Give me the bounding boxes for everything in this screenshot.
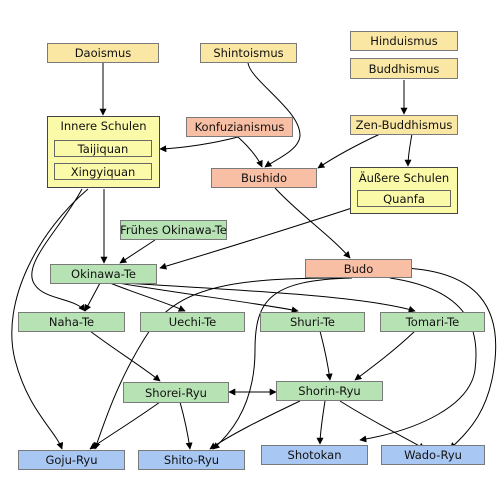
node-uechi-te: Uechi-Te [140, 312, 245, 332]
node-wado-ryu: Wado-Ryu [381, 445, 485, 465]
edge-okinawa-tomari [124, 282, 416, 313]
node-daoismus: Daoismus [47, 43, 159, 63]
node-shorei-ryu: Shorei-Ryu [123, 382, 229, 403]
node-konfuzianismus: Konfuzianismus [186, 117, 293, 137]
node-tomari-te: Tomari-Te [380, 312, 485, 332]
group-innere-schulen: Innere Schulen Taijiquan Xingyiquan [47, 116, 160, 188]
edge-shorei-goju [89, 401, 161, 450]
edge-bushido-budo [274, 187, 351, 259]
node-okinawa-te: Okinawa-Te [50, 264, 157, 284]
edge-naha-shorei [89, 330, 161, 382]
node-buddhismus: Buddhismus [350, 58, 458, 79]
edge-konfuzius-innere [159, 136, 239, 153]
node-goju-ryu: Goju-Ryu [18, 450, 125, 470]
node-fruehes-okinawa-te: Frühes Okinawa-Te [120, 220, 227, 240]
edge-shorin-shito [209, 400, 301, 450]
edge-budo-shito [212, 277, 353, 450]
edge-okinawa-shuri [117, 282, 299, 314]
item-xingyiquan: Xingyiquan [54, 163, 152, 180]
edge-okinawa-uechi [109, 282, 186, 312]
group-aeussere-schulen-title: Äußere Schulen [358, 171, 450, 185]
edge-shinto-bushido [247, 62, 301, 168]
node-naha-te: Naha-Te [18, 312, 125, 332]
group-aeussere-schulen: Äußere Schulen Quanfa [350, 167, 458, 214]
edge-zen-bushido [317, 133, 381, 169]
node-hinduismus: Hinduismus [350, 31, 458, 51]
group-innere-schulen-title: Innere Schulen [60, 119, 147, 133]
edge-zen-aeussere [404, 133, 413, 167]
edge-innere-naha [31, 188, 86, 312]
edge-aeussere-okinawa [159, 207, 353, 270]
edge-shuri-shorin [319, 330, 333, 381]
edge-frueh-okinawa [119, 239, 156, 264]
edge-shorin-wado [339, 400, 426, 450]
edge-innere-goju [11, 188, 89, 450]
edge-budo-shotokan [359, 277, 477, 443]
node-shintoismus: Shintoismus [200, 43, 297, 63]
node-shotokan: Shotokan [261, 445, 368, 465]
edge-konfuzius-bushido [237, 136, 263, 168]
node-bushido: Bushido [211, 168, 317, 188]
node-shito-ryu: Shito-Ryu [138, 450, 245, 470]
item-quanfa: Quanfa [357, 190, 451, 207]
edge-tomari-shorin [354, 330, 416, 381]
node-budo: Budo [305, 259, 412, 278]
edge-shorei-shito [179, 401, 193, 450]
edge-okinawa-naha [84, 282, 101, 312]
item-taijiquan: Taijiquan [54, 140, 152, 157]
edge-budo-wado [404, 267, 497, 450]
edge-shorin-shotokan [316, 400, 326, 445]
node-shuri-te: Shuri-Te [260, 312, 365, 332]
node-shorin-ryu: Shorin-Ryu [276, 381, 383, 401]
edge-budo-goju [93, 277, 341, 450]
node-zen-buddhismus: Zen-Buddhismus [350, 115, 458, 135]
